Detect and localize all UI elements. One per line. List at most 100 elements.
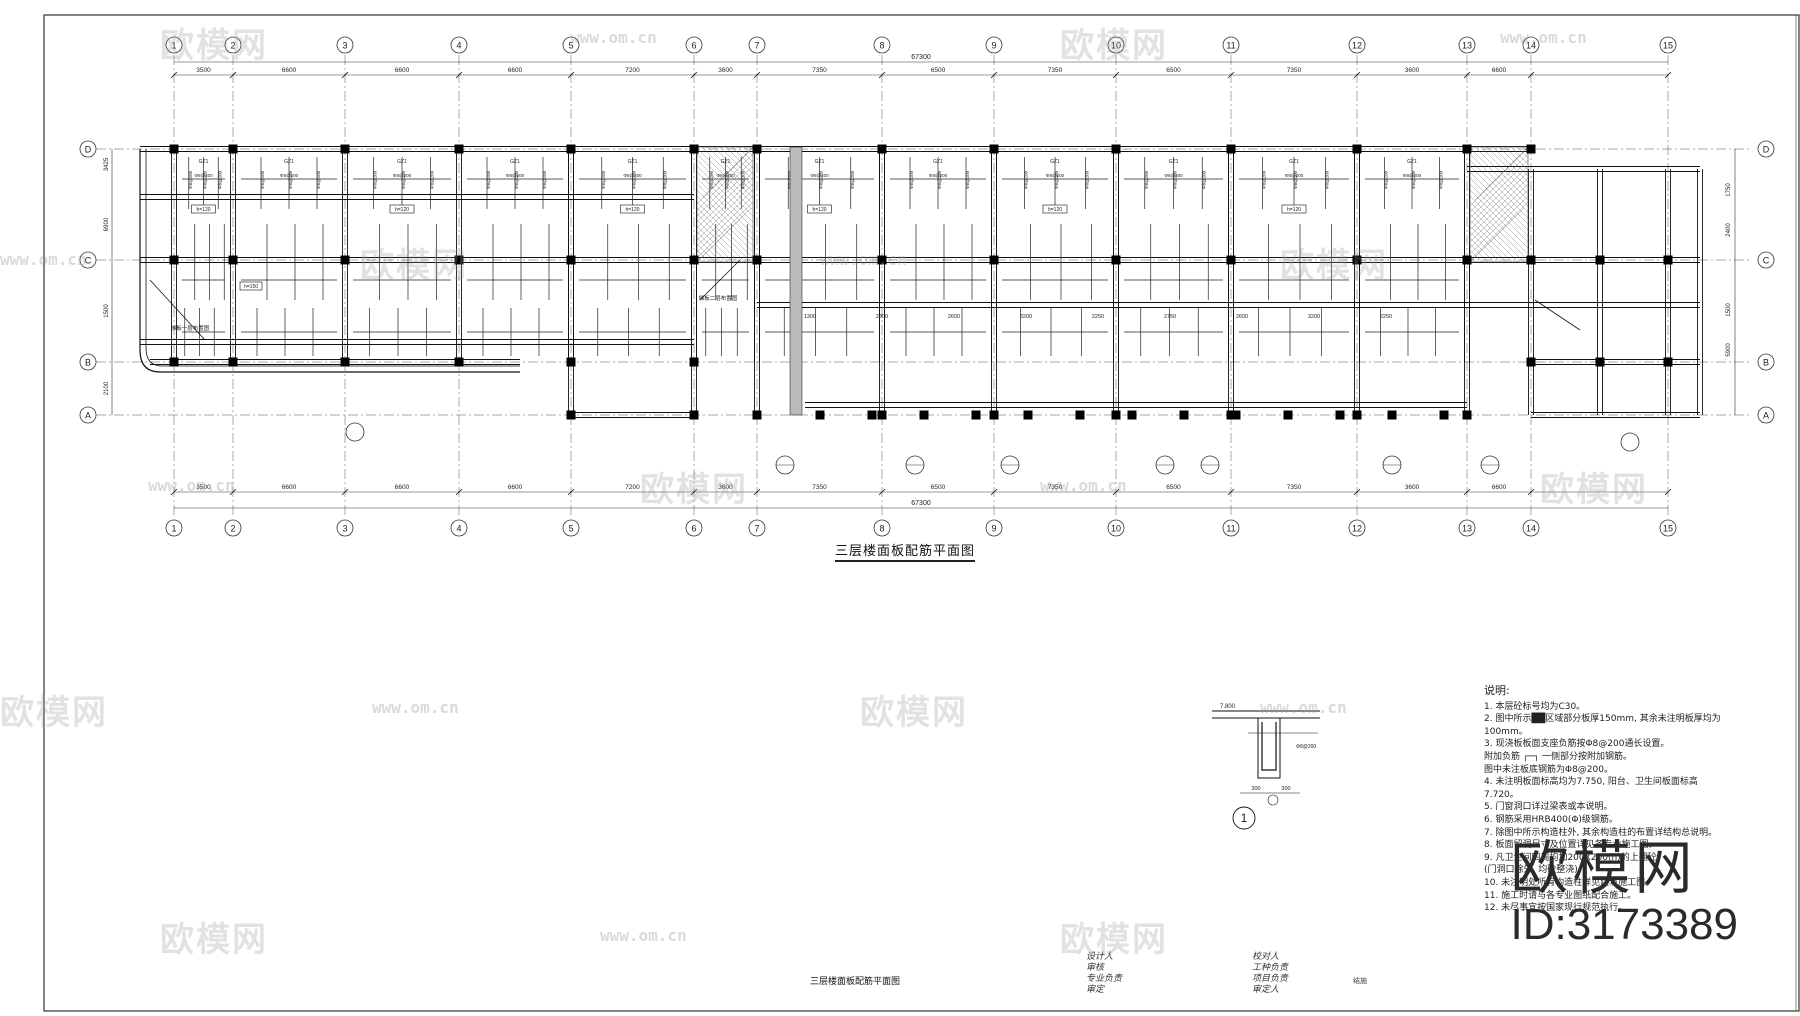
hatch-line bbox=[1469, 189, 1529, 249]
column bbox=[1226, 144, 1236, 154]
dimension-span: 6500 bbox=[1166, 484, 1181, 491]
column bbox=[1111, 144, 1121, 154]
column bbox=[340, 255, 350, 265]
column bbox=[228, 144, 238, 154]
column bbox=[877, 144, 887, 154]
hatch-line bbox=[696, 177, 754, 235]
axis-number-top: 6 bbox=[691, 41, 696, 51]
axis-number-bottom: 3 bbox=[342, 524, 347, 534]
hatch-line bbox=[696, 195, 754, 253]
axis-number-bottom: 14 bbox=[1526, 524, 1536, 534]
axis-bubble bbox=[79, 406, 97, 424]
axis-letter-right: C bbox=[1763, 256, 1770, 266]
notes-item: 4. 未注明板面标高均为7.750, 阳台、卫生间板面标高7.720。 bbox=[1484, 777, 1698, 800]
axis-number-top: 14 bbox=[1526, 41, 1536, 51]
stair-label: 梯板一层布置图 bbox=[171, 324, 210, 332]
axis-bubble bbox=[1659, 36, 1677, 54]
column bbox=[989, 144, 999, 154]
dimension-span: 7350 bbox=[1048, 484, 1063, 491]
dimension-span: 6600 bbox=[282, 67, 297, 74]
dimension-tick bbox=[1112, 71, 1120, 79]
floor-plan-structure: Φ8@200 Φ8@200 Φ8@200 Φ8@200 GZ1 h=120 Φ8@200 Φ8… bbox=[139, 144, 1703, 475]
axis-number-top: 9 bbox=[991, 41, 996, 51]
column bbox=[971, 410, 981, 420]
axis-bubble bbox=[1107, 36, 1125, 54]
detail-bolt bbox=[1267, 794, 1279, 806]
axis-grid: 1122334455667788991010111112121313141415… bbox=[79, 36, 1775, 537]
axis-number-bottom: 7 bbox=[754, 524, 759, 534]
column bbox=[169, 357, 179, 367]
section-mark bbox=[345, 422, 365, 442]
axis-bubble bbox=[224, 36, 242, 54]
axis-number-bottom: 8 bbox=[879, 524, 884, 534]
axis-bubble bbox=[1348, 519, 1366, 537]
column bbox=[689, 255, 699, 265]
signature-line: 审定 bbox=[1086, 985, 1105, 995]
dimension-tick bbox=[753, 488, 761, 496]
axis-bubble bbox=[873, 519, 891, 537]
dimension-tick bbox=[341, 71, 349, 79]
detail-elevation: 7.800 bbox=[1220, 704, 1236, 710]
column bbox=[1335, 410, 1345, 420]
dimension-total-bottom: 67300 bbox=[911, 500, 931, 507]
rebar-label: Φ8@200 bbox=[316, 170, 321, 189]
hatch-line bbox=[696, 153, 754, 211]
dimension-tick bbox=[990, 71, 998, 79]
axis-bubble bbox=[685, 519, 703, 537]
slab-thickness-tag bbox=[239, 281, 263, 291]
column bbox=[228, 357, 238, 367]
notes-item: 12. 未尽事宜按国家现行规范执行。 bbox=[1484, 903, 1628, 914]
axis-letter-right: D bbox=[1763, 145, 1770, 155]
rebar-label: Φ8@200 bbox=[850, 170, 855, 189]
dimension-span: 7350 bbox=[1287, 484, 1302, 491]
notes-item: 6. 钢筋采用HRB400(Φ)级钢筋。 bbox=[1484, 814, 1618, 825]
hatch-line bbox=[696, 201, 754, 259]
column bbox=[454, 357, 464, 367]
rebar-label: Φ8@200 bbox=[1262, 170, 1267, 189]
notes-item: 5. 门窗洞口详过梁表或本说明。 bbox=[1484, 802, 1613, 813]
inner-dimension: 1300 bbox=[804, 314, 816, 320]
axis-bubble bbox=[1222, 519, 1240, 537]
axis-number-top: 1 bbox=[171, 41, 176, 51]
slab-thickness-label: h=120 bbox=[625, 207, 639, 213]
column-label: GZ1 bbox=[510, 159, 520, 165]
stair-line bbox=[149, 279, 206, 341]
hatch-line bbox=[1469, 201, 1529, 261]
column bbox=[752, 410, 762, 420]
column bbox=[877, 255, 887, 265]
column bbox=[689, 144, 699, 154]
dimension-right: 2400 bbox=[1726, 223, 1732, 237]
hatch-line bbox=[1469, 171, 1529, 231]
axis-number-bottom: 2 bbox=[230, 524, 235, 534]
rebar-label: Φ8@200 bbox=[194, 173, 213, 178]
axis-bubble bbox=[748, 36, 766, 54]
slab-thickness-label: h=120 bbox=[1287, 207, 1301, 213]
dimension-tick bbox=[1227, 71, 1235, 79]
dimension-tick bbox=[229, 71, 237, 79]
column bbox=[566, 410, 576, 420]
column bbox=[815, 410, 825, 420]
column bbox=[877, 410, 887, 420]
column-label: GZ1 bbox=[1289, 159, 1299, 165]
column bbox=[1663, 357, 1673, 367]
axis-number-top: 4 bbox=[456, 41, 461, 51]
axis-number-bottom: 10 bbox=[1111, 524, 1121, 534]
axis-number-top: 11 bbox=[1226, 41, 1235, 51]
column bbox=[752, 144, 762, 154]
dimension-right: 5900 bbox=[1726, 343, 1732, 357]
rebar-label: Φ8@200 bbox=[217, 170, 222, 189]
dimension-left: 3425 bbox=[104, 157, 110, 171]
signature-line: 审核 bbox=[1086, 963, 1105, 973]
axis-bubble bbox=[1107, 519, 1125, 537]
dimension-span: 3600 bbox=[718, 484, 733, 491]
column bbox=[1111, 255, 1121, 265]
hatch-line bbox=[696, 189, 754, 247]
axis-bubble bbox=[165, 36, 183, 54]
signature-line: 设计人 bbox=[1086, 952, 1114, 962]
column bbox=[566, 144, 576, 154]
notes-item: 2. 图中所示██区域部分板厚150mm, 其余未注明板厚均为100mm。 bbox=[1484, 714, 1721, 737]
column bbox=[1663, 255, 1673, 265]
column bbox=[1023, 410, 1033, 420]
column bbox=[1226, 410, 1236, 420]
rebar-label: Φ8@200 bbox=[601, 170, 606, 189]
